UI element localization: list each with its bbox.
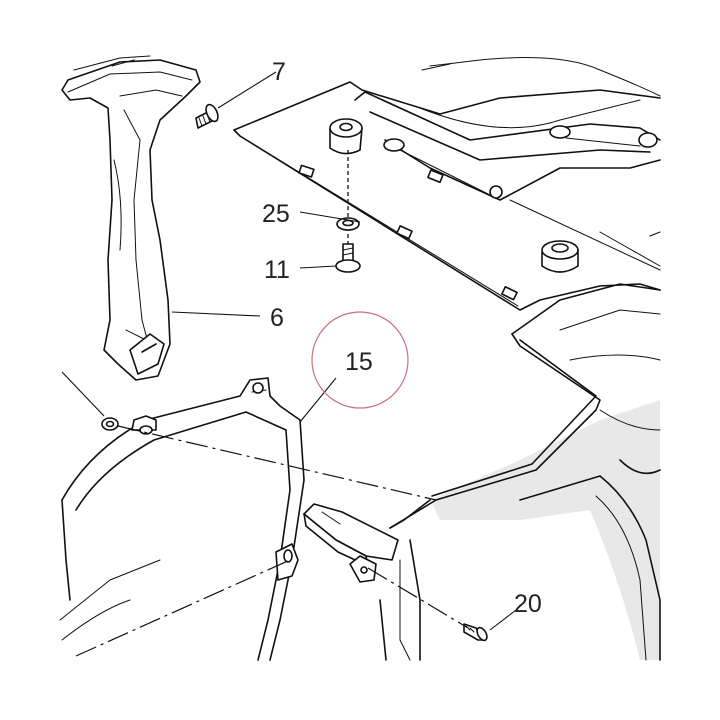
grommet-icon — [101, 417, 119, 431]
callout-label-20: 20 — [514, 590, 542, 618]
leader-line-25 — [299, 211, 361, 223]
callout-label-7: 7 — [272, 58, 286, 86]
duct-part — [61, 55, 201, 381]
highlight-circle — [311, 311, 409, 409]
floor-panel — [233, 57, 661, 311]
centerline-screw — [367, 567, 469, 629]
leader-line-20 — [489, 609, 517, 631]
leader-line-15 — [299, 377, 337, 423]
centerline-grommet — [117, 425, 437, 501]
bracket-part — [303, 503, 399, 583]
callout-label-25: 25 — [262, 200, 290, 228]
screw-icon-lower — [463, 623, 488, 642]
bolt-icon — [335, 243, 361, 273]
callout-label-6: 6 — [270, 304, 284, 332]
mounting-boss-upper — [329, 118, 363, 155]
leader-line-7 — [217, 71, 277, 109]
side-frame-panel — [59, 377, 305, 661]
callout-label-11: 11 — [264, 256, 290, 284]
screw-icon — [195, 103, 219, 129]
leader-line-6 — [171, 311, 261, 317]
leader-line-11 — [299, 265, 337, 269]
callout-label-15: 15 — [345, 348, 373, 376]
mounting-boss-lower — [541, 240, 579, 273]
leader-line-grommet — [61, 371, 105, 417]
centerline-lower-left — [75, 559, 291, 657]
